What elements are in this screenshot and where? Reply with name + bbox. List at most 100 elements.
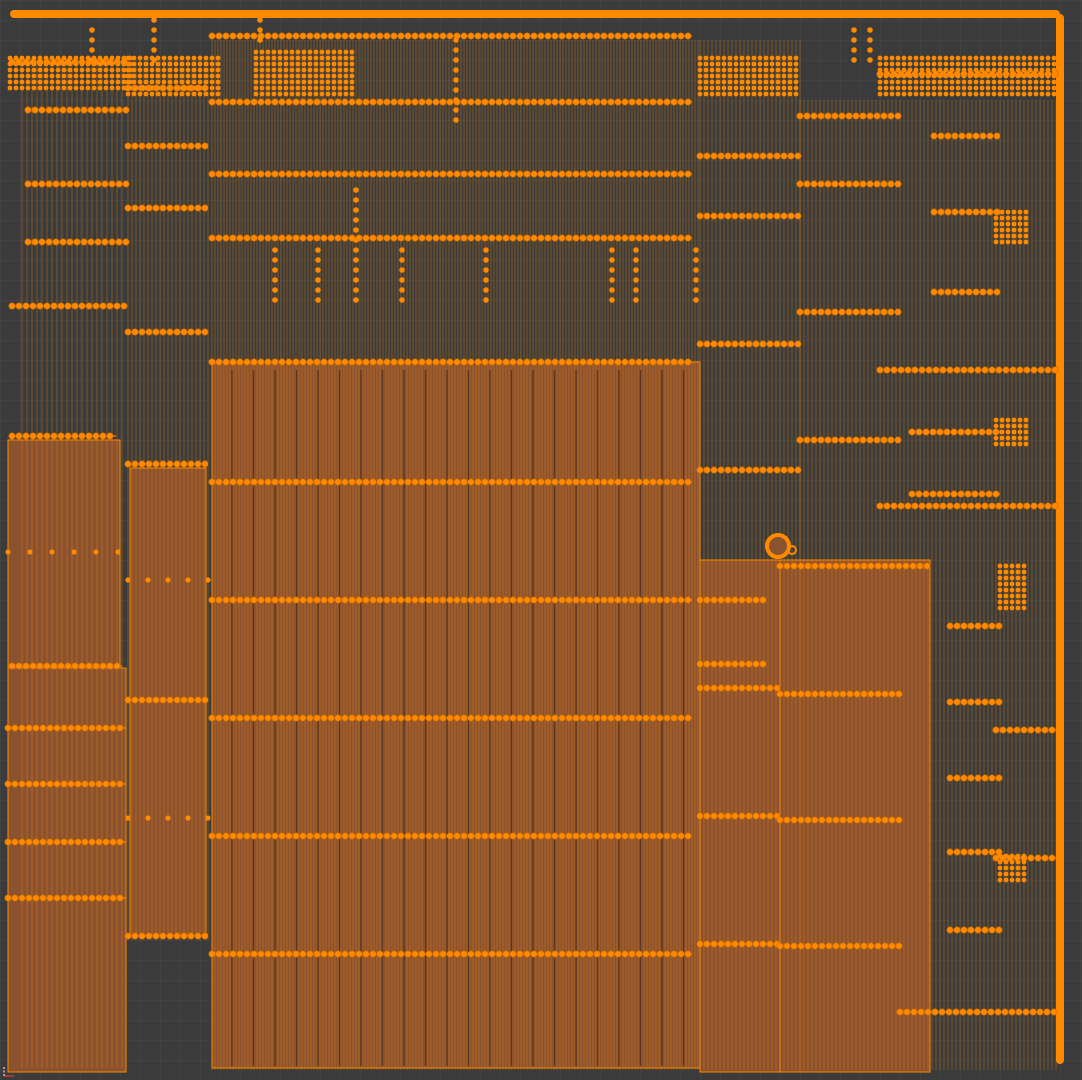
- graph-node[interactable]: [315, 287, 321, 293]
- graph-node[interactable]: [993, 441, 999, 447]
- graph-node[interactable]: [467, 358, 475, 366]
- graph-node[interactable]: [446, 596, 454, 604]
- graph-node[interactable]: [656, 170, 664, 178]
- graph-node[interactable]: [1003, 55, 1009, 61]
- graph-node[interactable]: [904, 502, 912, 510]
- graph-node[interactable]: [1023, 423, 1029, 429]
- graph-node[interactable]: [404, 234, 412, 242]
- graph-node[interactable]: [537, 32, 545, 40]
- graph-node[interactable]: [745, 91, 751, 97]
- graph-node[interactable]: [131, 73, 137, 79]
- graph-node[interactable]: [185, 815, 191, 821]
- graph-node[interactable]: [215, 596, 223, 604]
- graph-node[interactable]: [642, 832, 650, 840]
- graph-node[interactable]: [911, 502, 919, 510]
- graph-node[interactable]: [684, 32, 692, 40]
- graph-node[interactable]: [946, 366, 954, 374]
- graph-node[interactable]: [502, 98, 510, 106]
- graph-node[interactable]: [897, 366, 905, 374]
- graph-node[interactable]: [957, 428, 965, 436]
- graph-node[interactable]: [271, 170, 279, 178]
- graph-node[interactable]: [159, 696, 167, 704]
- graph-node[interactable]: [1027, 73, 1033, 79]
- graph-node[interactable]: [1005, 429, 1011, 435]
- graph-node[interactable]: [745, 79, 751, 85]
- graph-node[interactable]: [283, 67, 289, 73]
- graph-node[interactable]: [873, 112, 881, 120]
- graph-node[interactable]: [43, 85, 49, 91]
- graph-node[interactable]: [179, 91, 185, 97]
- graph-node[interactable]: [483, 297, 489, 303]
- graph-node[interactable]: [1011, 423, 1017, 429]
- graph-node[interactable]: [997, 581, 1003, 587]
- graph-node[interactable]: [203, 55, 209, 61]
- graph-node[interactable]: [739, 61, 745, 67]
- graph-node[interactable]: [717, 684, 725, 692]
- graph-node[interactable]: [1033, 61, 1039, 67]
- graph-node[interactable]: [974, 848, 982, 856]
- graph-node[interactable]: [137, 61, 143, 67]
- graph-node[interactable]: [152, 328, 160, 336]
- graph-node[interactable]: [509, 234, 517, 242]
- graph-node[interactable]: [161, 79, 167, 85]
- graph-node[interactable]: [81, 780, 89, 788]
- graph-node[interactable]: [804, 816, 812, 824]
- graph-node[interactable]: [516, 714, 524, 722]
- graph-node[interactable]: [817, 308, 825, 316]
- graph-node[interactable]: [649, 596, 657, 604]
- graph-node[interactable]: [59, 238, 67, 246]
- graph-node[interactable]: [738, 940, 746, 948]
- graph-node[interactable]: [36, 662, 44, 670]
- graph-node[interactable]: [265, 79, 271, 85]
- graph-node[interactable]: [895, 79, 901, 85]
- graph-node[interactable]: [787, 340, 795, 348]
- graph-node[interactable]: [299, 358, 307, 366]
- graph-node[interactable]: [353, 297, 359, 303]
- graph-node[interactable]: [925, 61, 931, 67]
- graph-node[interactable]: [161, 91, 167, 97]
- graph-node[interactable]: [991, 55, 997, 61]
- graph-node[interactable]: [108, 238, 116, 246]
- graph-node[interactable]: [883, 55, 889, 61]
- graph-node[interactable]: [1015, 73, 1021, 79]
- graph-node[interactable]: [179, 73, 185, 79]
- graph-node[interactable]: [362, 832, 370, 840]
- graph-node[interactable]: [222, 950, 230, 958]
- graph-node[interactable]: [1021, 853, 1027, 859]
- graph-node[interactable]: [867, 47, 873, 53]
- graph-node[interactable]: [751, 73, 757, 79]
- graph-node[interactable]: [509, 832, 517, 840]
- graph-node[interactable]: [331, 85, 337, 91]
- graph-node[interactable]: [999, 239, 1005, 245]
- graph-node[interactable]: [1009, 587, 1015, 593]
- graph-node[interactable]: [1017, 227, 1023, 233]
- graph-node[interactable]: [642, 714, 650, 722]
- graph-node[interactable]: [265, 55, 271, 61]
- graph-node[interactable]: [859, 308, 867, 316]
- graph-node[interactable]: [173, 142, 181, 150]
- graph-node[interactable]: [191, 73, 197, 79]
- graph-node[interactable]: [851, 47, 857, 53]
- graph-node[interactable]: [341, 98, 349, 106]
- graph-node[interactable]: [131, 142, 139, 150]
- graph-node[interactable]: [67, 85, 73, 91]
- graph-node[interactable]: [775, 61, 781, 67]
- graph-node[interactable]: [973, 61, 979, 67]
- graph-node[interactable]: [377, 715, 383, 721]
- graph-node[interactable]: [439, 32, 447, 40]
- graph-node[interactable]: [411, 358, 419, 366]
- graph-node[interactable]: [187, 460, 195, 468]
- graph-node[interactable]: [925, 366, 933, 374]
- graph-node[interactable]: [185, 79, 191, 85]
- graph-node[interactable]: [880, 436, 888, 444]
- graph-node[interactable]: [271, 79, 277, 85]
- graph-node[interactable]: [1015, 563, 1021, 569]
- graph-node[interactable]: [399, 287, 405, 293]
- graph-node[interactable]: [621, 170, 629, 178]
- graph-node[interactable]: [759, 684, 767, 692]
- graph-node[interactable]: [397, 32, 405, 40]
- graph-node[interactable]: [73, 106, 81, 114]
- graph-node[interactable]: [1045, 61, 1051, 67]
- graph-node[interactable]: [967, 61, 973, 67]
- graph-node[interactable]: [509, 170, 517, 178]
